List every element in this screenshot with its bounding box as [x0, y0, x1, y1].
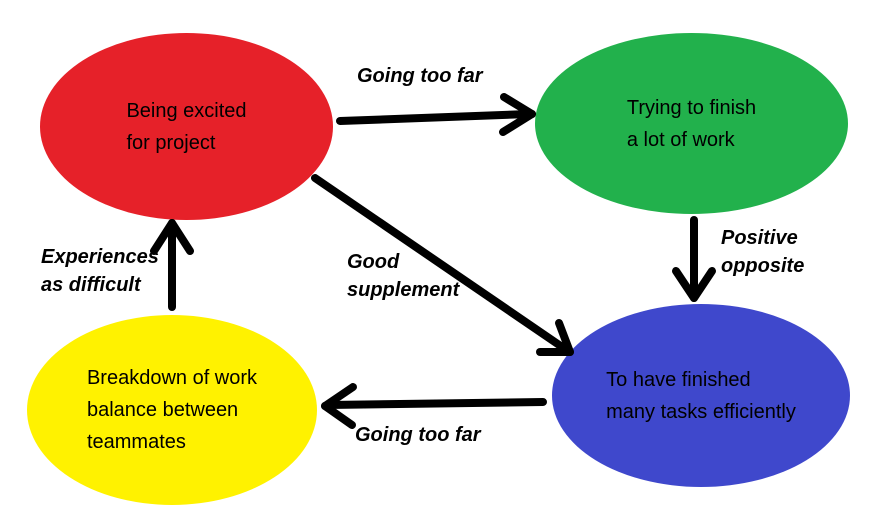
node-label-line: teammates [86, 431, 186, 453]
node-finished-tasks: To have finished many tasks efficiently [552, 304, 850, 487]
node-breakdown-label: Breakdown of work balance between teamma… [87, 362, 257, 458]
edge-label-positive-opposite: Positive opposite [721, 224, 804, 280]
edge-label-experiences-as-difficult: Experiences as difficult [41, 243, 159, 299]
node-being-excited-label: Being excited for project [126, 95, 246, 159]
node-label-line: a lot of work [626, 128, 735, 151]
node-label-line: for project [126, 131, 216, 154]
edge-label-going-too-far-bottom: Going too far [355, 421, 481, 449]
edge-label-line: Good [347, 251, 400, 273]
node-trying-to-finish-label: Trying to finish a lot of work [627, 92, 756, 156]
edge-label-line: opposite [721, 255, 805, 277]
node-label-line: Breakdown of work [86, 367, 258, 389]
arrow-breakdown-to-excited [150, 219, 194, 311]
node-label-line: To have finished [606, 368, 751, 391]
arrow-excited-to-trying [336, 93, 536, 136]
node-label-line: many tasks efficiently [606, 400, 796, 423]
edge-label-line: Going too far [355, 424, 481, 446]
node-breakdown: Breakdown of work balance between teamma… [27, 315, 317, 505]
node-label-line: Trying to finish [626, 96, 757, 119]
edge-label-going-too-far-top: Going too far [357, 62, 483, 90]
node-finished-tasks-label: To have finished many tasks efficiently [606, 364, 796, 428]
arrow-trying-to-finished [672, 216, 716, 302]
arrow-finished-to-breakdown [321, 383, 547, 429]
edge-label-line: supplement [347, 279, 460, 301]
node-label-line: balance between [86, 399, 239, 421]
node-label-line: Being excited [126, 99, 247, 122]
edge-label-good-supplement: Good supplement [347, 248, 459, 304]
node-trying-to-finish: Trying to finish a lot of work [535, 33, 848, 214]
edge-label-line: Positive [721, 227, 798, 249]
edge-label-line: as difficult [41, 274, 141, 296]
edge-label-line: Going too far [357, 65, 483, 87]
node-being-excited: Being excited for project [40, 33, 333, 220]
edge-label-line: Experiences [41, 246, 159, 268]
